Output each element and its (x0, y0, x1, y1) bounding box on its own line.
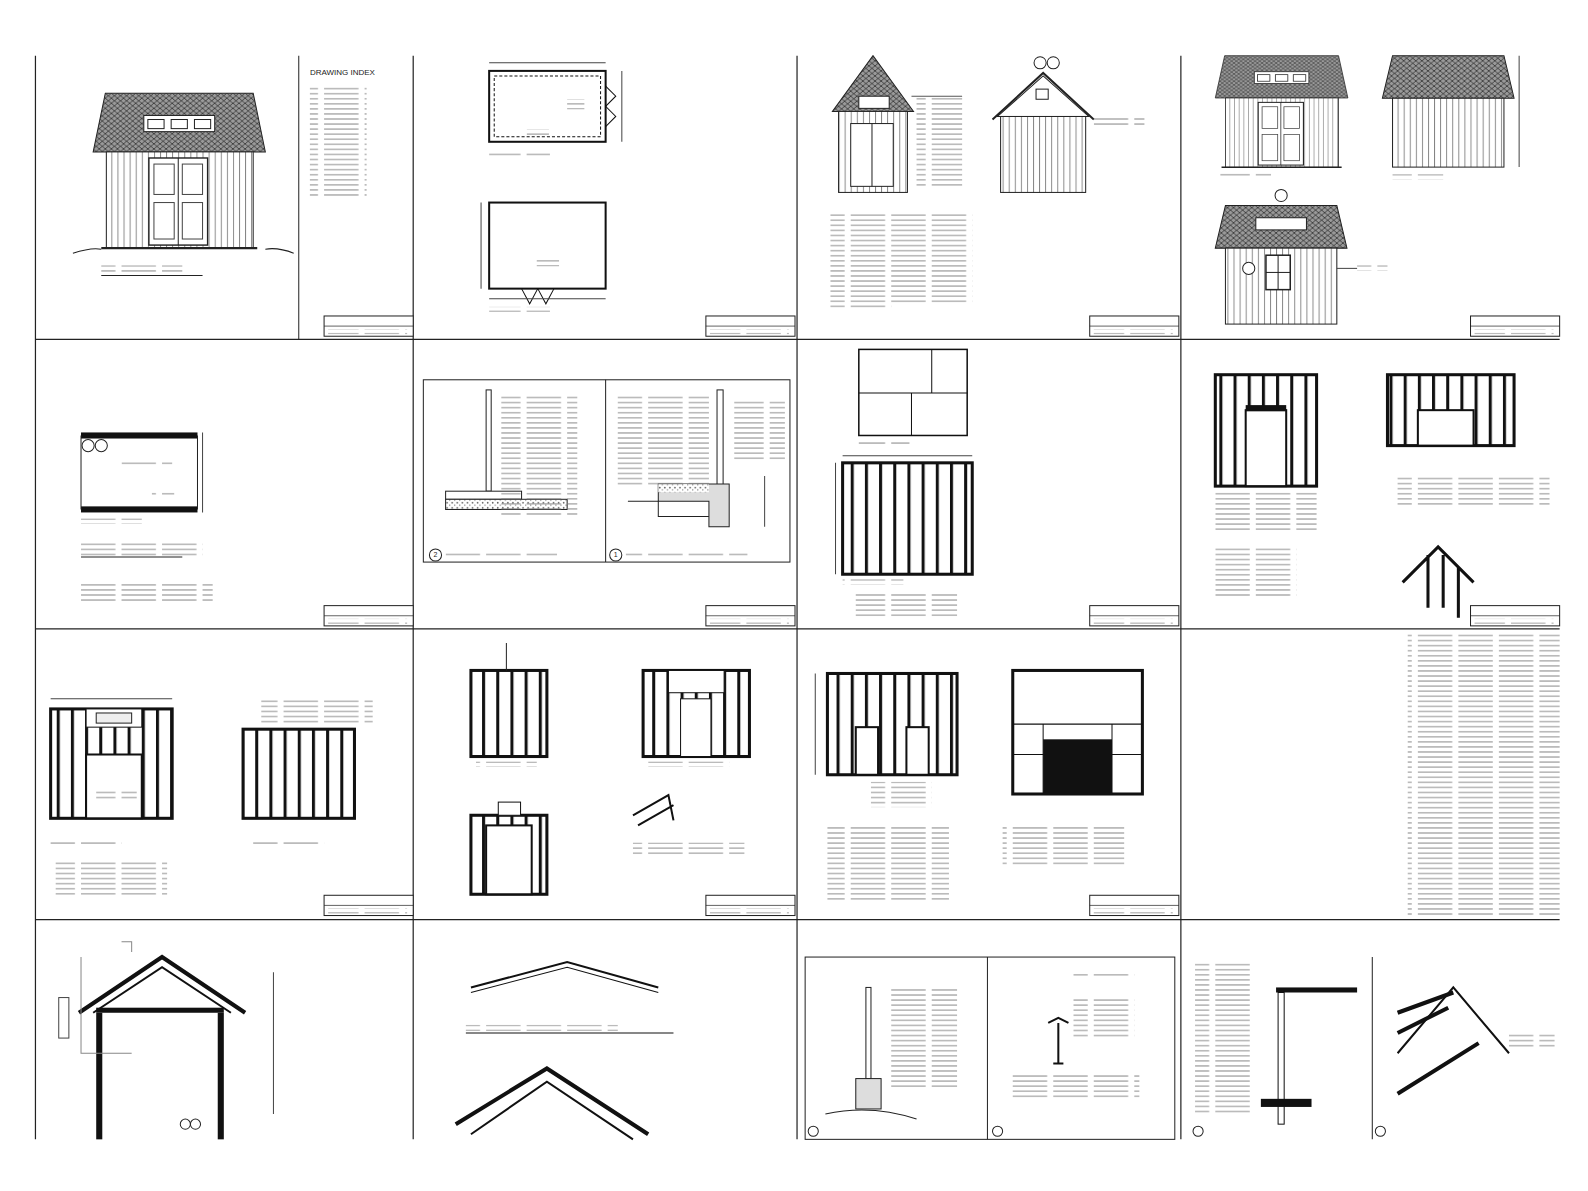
sheet-heading: DRAWING INDEX (310, 69, 375, 77)
callout-number: 1 (614, 551, 618, 558)
callout-number: 2 (434, 551, 438, 558)
